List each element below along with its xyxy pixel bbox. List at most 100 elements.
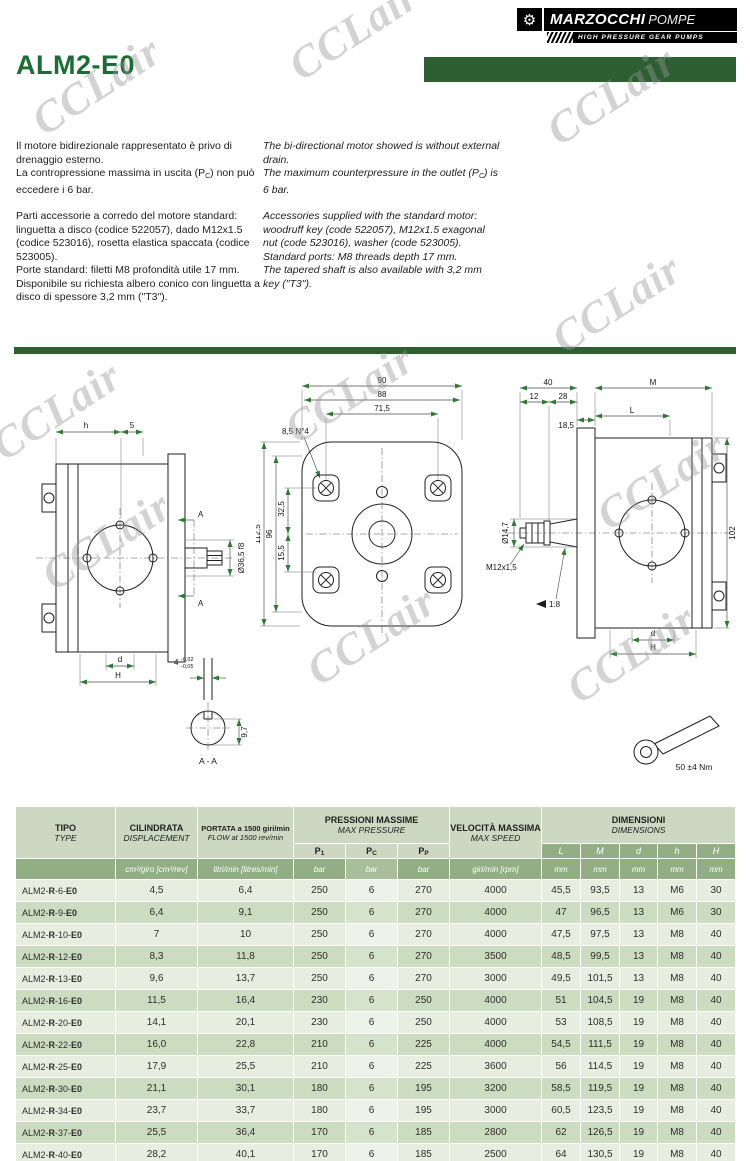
data-cell-H: 40 [696,1055,737,1078]
data-cell-pc: 6 [345,945,398,968]
data-cell-speed: 2500 [449,1143,543,1161]
data-cell-speed: 4000 [449,1011,543,1034]
title-accent-band [424,57,736,82]
model-cell: ALM2-R-30-E0 [15,1077,116,1100]
data-cell-flow: 16,4 [197,989,294,1012]
data-cell-flow: 11,8 [197,945,294,968]
dim-label-shaft-diameter: Ø14,7 [501,522,510,544]
data-cell-pc: 6 [345,923,398,946]
data-cell-displacement: 28,2 [115,1143,198,1161]
unit-cell-speed: giri/min [rpm] [449,858,543,880]
paragraph: Standard ports: M8 threads depth 17 mm. [263,250,458,263]
data-cell-H: 40 [696,1121,737,1144]
data-cell-pc: 6 [345,1055,398,1078]
data-cell-speed: 4000 [449,901,543,924]
unit-cell-mm: mm [657,858,698,880]
col-header-dim-L: L [541,843,582,859]
data-cell-speed: 3200 [449,1077,543,1100]
unit-cell-mm: mm [580,858,621,880]
torque-wrench-icon: 50 ±4 Nm [633,715,720,772]
data-cell-p1: 250 [293,923,346,946]
unit-cell-flow: litri/min [litres/min] [197,858,294,880]
brand-logo-bar: ⚙ MARZOCCHI POMPE [517,8,737,31]
data-cell-d: 19 [619,989,659,1012]
brand-subname: POMPE [648,12,696,27]
unit-cell-bar: bar [293,858,346,880]
data-cell-speed: 3000 [449,1099,543,1122]
spec-table-body: ALM2-R-6-E0 4,5 6,4 250 6 270 4000 45,5 … [15,879,737,1161]
data-cell-flow: 22,8 [197,1033,294,1056]
dim-label-102: 102 [728,526,737,540]
data-cell-pp: 270 [396,901,451,924]
torque-value-label: 50 ±4 Nm [676,762,713,772]
data-cell-displacement: 23,7 [115,1099,198,1122]
model-cell: ALM2-R-20-E0 [15,1011,116,1034]
watermark: CCLair [280,0,427,90]
watermark: CCLair [23,26,170,145]
data-cell-L: 48,5 [541,945,582,968]
table-row: ALM2-R-25-E0 17,9 25,5 210 6 225 3600 56… [15,1055,737,1078]
data-cell-p1: 250 [293,901,346,924]
key-depth-label: 9,7 [240,726,249,738]
taper-ratio-label: 1:8 [549,600,561,609]
data-cell-pp: 225 [396,1055,451,1078]
dim-label-H: H [650,643,656,652]
data-cell-h: M6 [657,879,698,902]
data-cell-p1: 230 [293,1011,346,1034]
data-cell-displacement: 6,4 [115,901,198,924]
table-row: ALM2-R-13-E0 9,6 13,7 250 6 270 3000 49,… [15,967,737,990]
dim-label-d: d [651,629,655,638]
key-width-label: 4 [174,658,179,667]
data-cell-flow: 30,1 [197,1077,294,1100]
watermark: CCLair [543,244,690,363]
data-cell-displacement: 9,6 [115,967,198,990]
model-cell: ALM2-R-12-E0 [15,945,116,968]
data-cell-displacement: 21,1 [115,1077,198,1100]
data-cell-speed: 3000 [449,967,543,990]
data-cell-L: 47,5 [541,923,582,946]
paragraph: The tapered shaft is also available with… [263,264,482,290]
dim-label-M: M [650,378,657,387]
data-cell-pp: 270 [396,879,451,902]
front-view-drawing: 90 88 71,5 8,5 N°4 112,5 [256,376,463,636]
data-cell-displacement: 4,5 [115,879,198,902]
col-header-pp: PP [396,843,451,859]
data-cell-L: 45,5 [541,879,582,902]
dim-label-90: 90 [378,376,387,385]
paragraph: Porte standard: filetti M8 profondità ut… [16,264,240,276]
model-cell: ALM2-R-13-E0 [15,967,116,990]
data-cell-M: 114,5 [580,1055,621,1078]
data-cell-flow: 10 [197,923,294,946]
data-cell-displacement: 16,0 [115,1033,198,1056]
dim-label-15-5: 15,5 [277,545,286,561]
data-cell-pp: 185 [396,1121,451,1144]
data-cell-speed: 4000 [449,1033,543,1056]
unit-cell-mm: mm [541,858,582,880]
data-cell-p1: 210 [293,1055,346,1078]
dim-label-71-5: 71,5 [374,404,390,413]
data-cell-L: 47 [541,901,582,924]
data-cell-flow: 9,1 [197,901,294,924]
holes-note-label: 8,5 N°4 [282,427,309,436]
data-cell-H: 40 [696,967,737,990]
paragraph: Parti accessorie a corredo del motore st… [16,210,250,263]
data-cell-h: M8 [657,989,698,1012]
model-cell: ALM2-R-25-E0 [15,1055,116,1078]
data-cell-p1: 230 [293,989,346,1012]
data-cell-h: M8 [657,923,698,946]
data-cell-d: 19 [619,1099,659,1122]
data-cell-H: 40 [696,1033,737,1056]
data-cell-M: 97,5 [580,923,621,946]
data-cell-pc: 6 [345,901,398,924]
data-cell-H: 40 [696,1077,737,1100]
data-cell-pc: 6 [345,1143,398,1161]
unit-cell-bar: bar [345,858,398,880]
data-cell-p1: 250 [293,879,346,902]
data-cell-pc: 6 [345,1099,398,1122]
data-cell-pc: 6 [345,967,398,990]
